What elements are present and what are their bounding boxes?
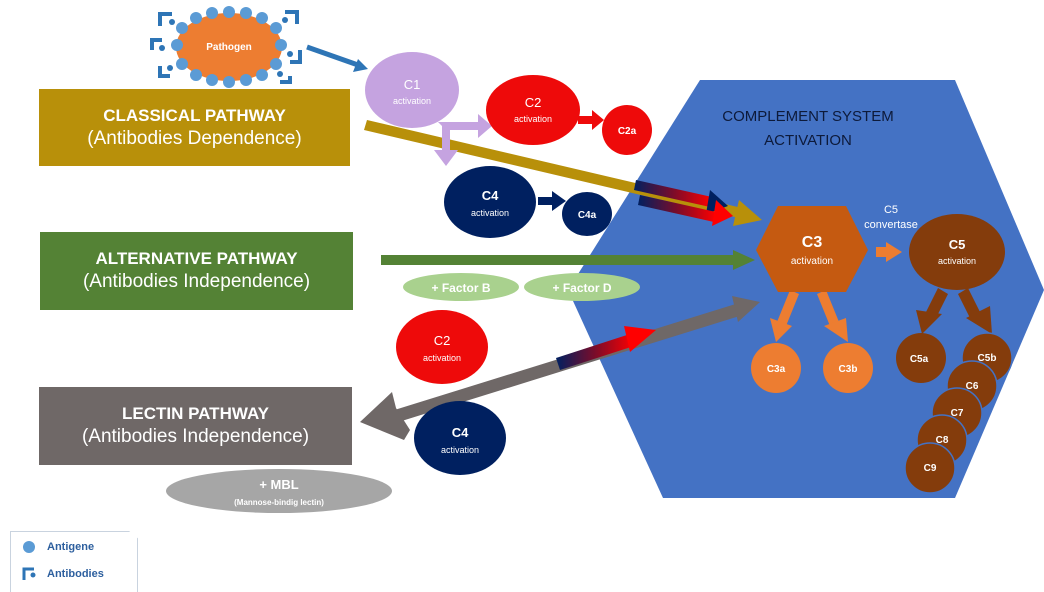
title-line1: COMPLEMENT SYSTEM xyxy=(722,108,893,125)
c2a-node xyxy=(602,105,652,155)
c7-label: C7 xyxy=(951,408,964,419)
antibody-icon xyxy=(22,567,36,580)
factor-d-label: + Factor D xyxy=(552,281,611,295)
c4a-label: C4a xyxy=(578,210,597,221)
c2-top-label: C2 xyxy=(525,95,542,110)
alternative-arrow xyxy=(381,250,755,270)
pathogen-icon xyxy=(150,6,302,88)
c5-node xyxy=(909,214,1005,290)
c5a-label: C5a xyxy=(910,354,929,365)
title-line2: ACTIVATION xyxy=(764,132,852,149)
c2-top-node xyxy=(486,75,580,145)
pathogen-to-c1-arrow xyxy=(306,44,368,72)
legend: Antigene Antibodies xyxy=(10,531,138,592)
lectin-activation-arrow xyxy=(556,326,656,370)
c3b-label: C3b xyxy=(839,364,858,375)
mbl-sub: (Mannose-bindig lectin) xyxy=(234,498,324,507)
mbl-pill xyxy=(166,469,392,513)
c1-label: C1 xyxy=(404,77,421,92)
c4-low-sub: activation xyxy=(441,445,479,455)
c9-node xyxy=(904,442,956,494)
c2-low-node xyxy=(396,310,488,384)
c1-sub: activation xyxy=(393,96,431,106)
pathogen-label: Pathogen xyxy=(206,42,252,53)
factor-b-pill xyxy=(403,273,519,301)
legend-antigene: Antigene xyxy=(21,540,94,554)
c3-node xyxy=(756,206,868,292)
c5-convertase-line2: convertase xyxy=(864,219,918,231)
c9-label: C9 xyxy=(924,463,937,474)
c4-low-label: C4 xyxy=(452,425,469,440)
c3-sub: activation xyxy=(791,256,833,267)
classical-arrow xyxy=(364,120,762,226)
c5a-node xyxy=(896,333,946,383)
c4-top-label: C4 xyxy=(482,188,499,203)
c4-top-node xyxy=(444,166,536,238)
c2-low-label: C2 xyxy=(434,333,451,348)
c3b-node xyxy=(823,343,873,393)
alternative-pathway-box: ALTERNATIVE PATHWAY (Antibodies Independ… xyxy=(40,232,353,310)
legend-antigene-label: Antigene xyxy=(47,541,95,553)
c8-label: C8 xyxy=(936,435,949,446)
c5-sub: activation xyxy=(938,256,976,266)
c6-label: C6 xyxy=(966,381,979,392)
c4-low-node xyxy=(414,401,506,475)
c4a-node xyxy=(562,192,612,236)
c5-split-arrows xyxy=(916,288,992,334)
c4-to-c4a-arrow xyxy=(538,191,566,211)
factor-d-pill xyxy=(524,273,640,301)
c1-branch-arrow xyxy=(434,114,492,166)
lectin-pathway-box: LECTIN PATHWAY (Antibodies Independence) xyxy=(39,387,352,465)
classical-pathway-box: CLASSICAL PATHWAY (Antibodies Dependence… xyxy=(39,89,350,166)
c3a-label: C3a xyxy=(767,364,786,375)
c5b-label: C5b xyxy=(978,353,997,364)
c2-to-c2a-arrow xyxy=(578,110,604,130)
lectin-pathway-sub: (Antibodies Independence) xyxy=(81,426,310,447)
c3-split-arrows xyxy=(770,290,848,342)
lectin-pathway-name: LECTIN PATHWAY xyxy=(121,404,270,423)
classical-pathway-sub: (Antibodies Dependence) xyxy=(87,127,302,149)
alternative-pathway-sub: (Antibodies Independence) xyxy=(82,271,311,292)
c3-label: C3 xyxy=(802,234,823,251)
c3a-node xyxy=(751,343,801,393)
c5-convertase-line1: C5 xyxy=(884,204,898,216)
c1-node xyxy=(365,52,459,128)
legend-antibodies-label: Antibodies xyxy=(47,568,104,580)
legend-antibodies: Antibodies xyxy=(21,566,104,582)
c5-label: C5 xyxy=(949,237,966,252)
mbl-label: + MBL xyxy=(259,477,298,492)
alternative-pathway-name: ALTERNATIVE PATHWAY xyxy=(95,249,298,268)
c2-low-sub: activation xyxy=(423,353,461,363)
factor-b-label: + Factor B xyxy=(431,281,490,295)
c4-top-sub: activation xyxy=(471,208,509,218)
classical-activation-arrow xyxy=(634,180,733,226)
c2a-label: C2a xyxy=(618,126,637,137)
antigene-icon xyxy=(23,541,35,553)
classical-pathway-name: CLASSICAL PATHWAY xyxy=(103,105,286,125)
c2-top-sub: activation xyxy=(514,114,552,124)
c3-to-c5-arrow xyxy=(876,242,902,262)
